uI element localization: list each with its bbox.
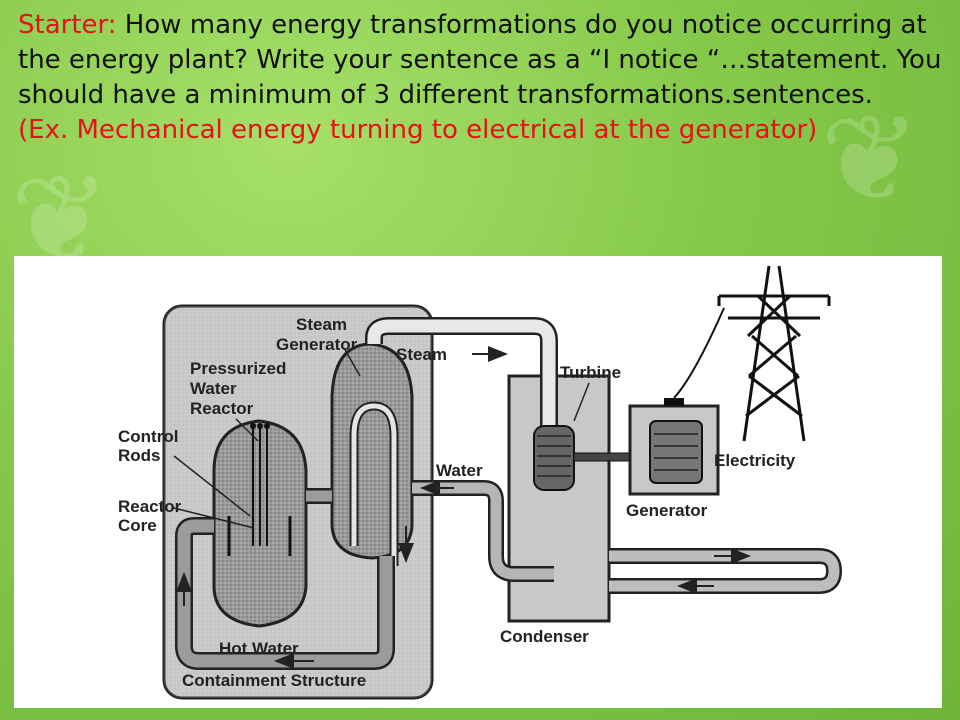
butterfly-decoration-right: ❦	[820, 90, 921, 229]
label-hot-water: Hot Water	[219, 639, 299, 658]
label-pwr-2: Water	[190, 379, 237, 398]
condenser-housing	[507, 374, 611, 623]
label-control-rods-2: Rods	[118, 446, 161, 465]
label-turbine: Turbine	[560, 363, 621, 382]
label-control-rods-1: Control	[118, 427, 178, 446]
label-steam-generator-2: Generator	[276, 335, 358, 354]
transmission-tower	[717, 265, 831, 442]
label-reactor-core-1: Reactor	[118, 497, 182, 516]
label-containment-structure: Containment Structure	[182, 671, 366, 690]
starter-example: (Ex. Mechanical energy turning to electr…	[18, 115, 818, 145]
label-generator: Generator	[626, 501, 708, 520]
label-steam-generator-1: Steam	[296, 315, 347, 334]
label-reactor-core-2: Core	[118, 516, 157, 535]
label-steam: Steam	[396, 345, 447, 364]
turbine	[533, 425, 575, 491]
label-pwr-3: Reactor	[190, 399, 254, 418]
starter-prompt: Starter: How many energy transformations…	[18, 8, 948, 148]
power-plant-diagram: Steam Generator Pressurized Water Reacto…	[14, 256, 942, 708]
label-pwr-1: Pressurized	[190, 359, 286, 378]
label-electricity: Electricity	[714, 451, 796, 470]
starter-label: Starter:	[18, 10, 117, 40]
control-rods	[252, 428, 268, 546]
label-water: Water	[436, 461, 483, 480]
label-condenser: Condenser	[500, 627, 589, 646]
starter-question: How many energy transformations do you n…	[18, 10, 942, 110]
steam-generator-vessel	[330, 342, 414, 560]
